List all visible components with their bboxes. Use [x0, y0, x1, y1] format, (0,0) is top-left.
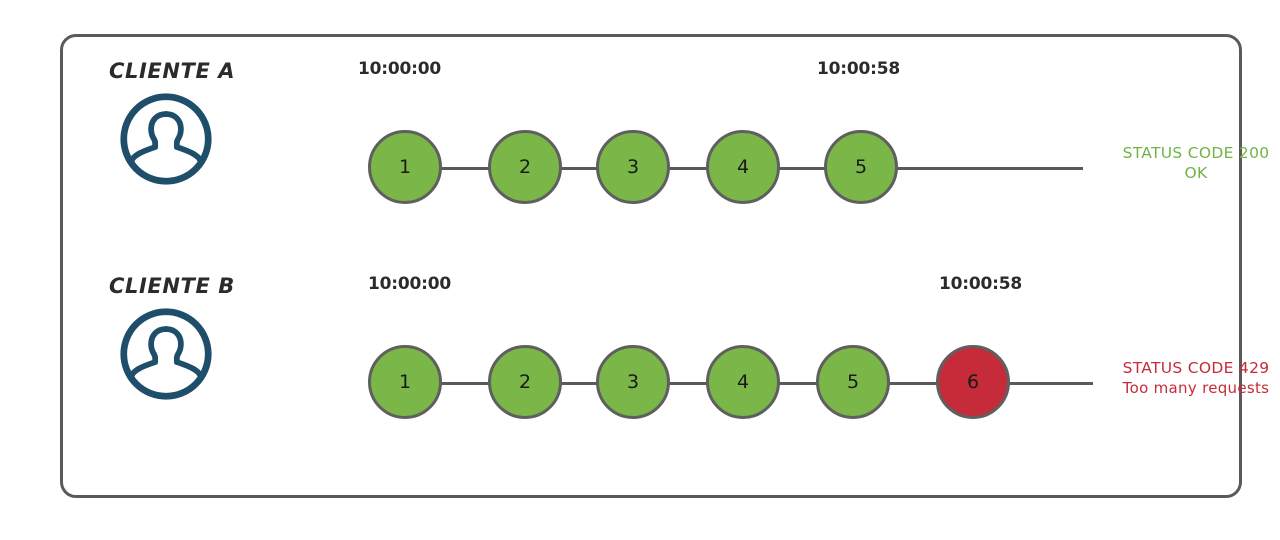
request-node-a-1[interactable]: 1	[368, 130, 442, 204]
request-node-label: 4	[736, 371, 750, 393]
request-node-b-1[interactable]: 1	[368, 345, 442, 419]
request-node-label: 5	[846, 371, 860, 393]
request-node-label: 2	[518, 371, 532, 393]
request-node-b-3[interactable]: 3	[596, 345, 670, 419]
request-node-b-4[interactable]: 4	[706, 345, 780, 419]
request-node-b-5[interactable]: 5	[816, 345, 890, 419]
user-avatar-icon	[118, 306, 214, 402]
timestamp-end-a: 10:00:58	[817, 59, 900, 79]
request-node-label: 6	[966, 371, 980, 393]
request-node-b-6[interactable]: 6	[936, 345, 1010, 419]
request-node-label: 4	[736, 156, 750, 178]
client-b-label: CLIENTE B	[109, 274, 235, 298]
status-text-a: OK	[1184, 163, 1208, 182]
request-node-a-2[interactable]: 2	[488, 130, 562, 204]
request-node-a-5[interactable]: 5	[824, 130, 898, 204]
request-node-label: 3	[626, 156, 640, 178]
timeline-client-b: 10:00:00 10:00:58 1 2 3 4 5 6 STATUS COD…	[303, 274, 1269, 474]
request-node-label: 3	[626, 371, 640, 393]
timestamp-start-b: 10:00:00	[368, 274, 451, 294]
diagram-frame: CLIENTE A 10:00:00 10:00:58 1 2 3	[60, 34, 1269, 498]
status-code-b: STATUS CODE 429	[1122, 359, 1270, 377]
status-badge-b: STATUS CODE 429 Too many requests	[1081, 359, 1280, 398]
timestamp-start-a: 10:00:00	[358, 59, 441, 79]
client-a-label: CLIENTE A	[109, 59, 236, 83]
timeline-client-a: 10:00:00 10:00:58 1 2 3 4 5 STATUS CODE …	[303, 59, 1269, 259]
user-avatar-icon	[118, 91, 214, 187]
request-node-label: 1	[398, 371, 412, 393]
client-row-b: CLIENTE B 10:00:00 10:00:58 1 2 3	[63, 274, 1269, 474]
request-node-label: 1	[398, 156, 412, 178]
request-node-a-4[interactable]: 4	[706, 130, 780, 204]
client-row-a: CLIENTE A 10:00:00 10:00:58 1 2 3	[63, 59, 1269, 259]
request-node-a-3[interactable]: 3	[596, 130, 670, 204]
timestamp-end-b: 10:00:58	[939, 274, 1022, 294]
status-text-b: Too many requests	[1122, 378, 1270, 397]
status-badge-a: STATUS CODE 200 OK	[1081, 144, 1280, 184]
request-node-label: 5	[854, 156, 868, 178]
request-node-b-2[interactable]: 2	[488, 345, 562, 419]
request-node-label: 2	[518, 156, 532, 178]
status-code-a: STATUS CODE 200	[1122, 144, 1270, 162]
